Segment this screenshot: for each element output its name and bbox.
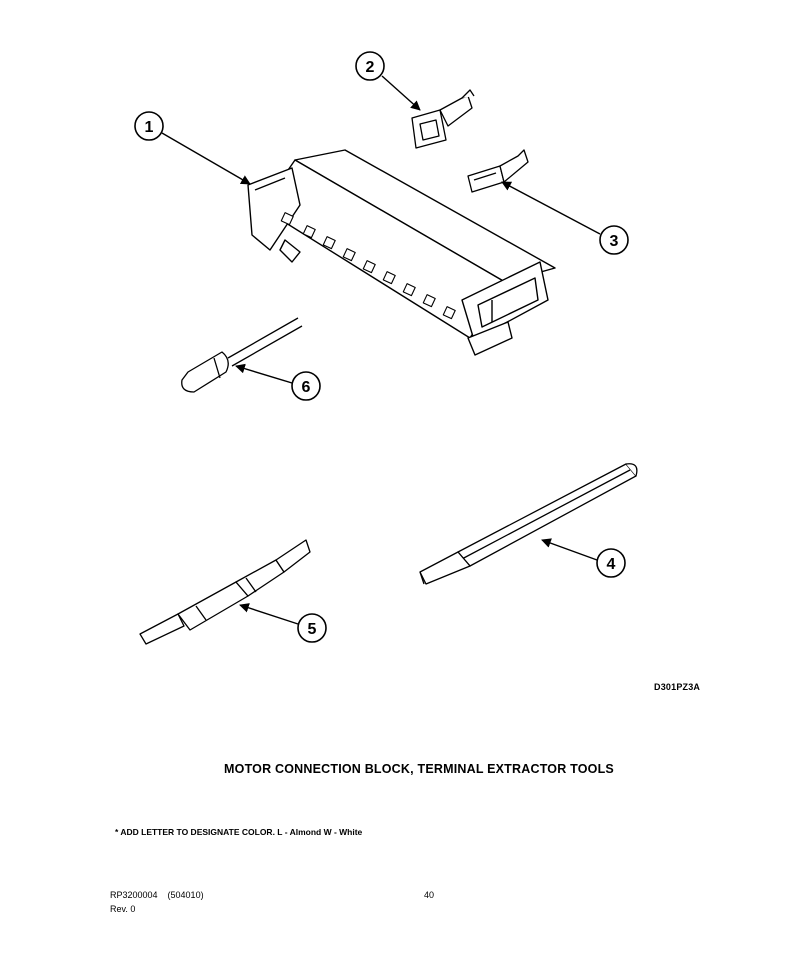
- svg-text:5: 5: [308, 621, 317, 638]
- parts-diagram: 1 2 3 4 5 6: [134, 51, 638, 645]
- document-number: RP3200004 (504010): [110, 890, 204, 900]
- callout-1: 1: [134, 111, 164, 141]
- svg-text:1: 1: [145, 119, 154, 136]
- page-number: 40: [424, 890, 435, 900]
- page-title: MOTOR CONNECTION BLOCK, TERMINAL EXTRACT…: [224, 762, 614, 776]
- extractor-tool-part-4: [419, 463, 638, 585]
- callout-2: 2: [355, 51, 385, 81]
- callout-6: 6: [291, 371, 321, 401]
- revision: Rev. 0: [110, 904, 136, 914]
- drawing-id: D301PZ3A: [654, 682, 701, 692]
- callout-5: 5: [297, 613, 327, 643]
- color-footnote: * ADD LETTER TO DESIGNATE COLOR. L - Alm…: [115, 827, 363, 837]
- callout-3: 3: [599, 225, 629, 255]
- callout-4: 4: [596, 548, 626, 578]
- svg-text:6: 6: [302, 379, 311, 396]
- terminal-part-3: [467, 149, 529, 193]
- svg-text:4: 4: [607, 556, 616, 573]
- callout-leaders: [161, 75, 601, 625]
- svg-text:3: 3: [610, 233, 619, 250]
- motor-connection-block: [247, 149, 556, 356]
- terminal-part-2: [411, 89, 475, 149]
- svg-text:2: 2: [366, 59, 375, 76]
- probe-tool-part-6: [181, 317, 303, 393]
- extractor-tool-part-5: [139, 539, 311, 645]
